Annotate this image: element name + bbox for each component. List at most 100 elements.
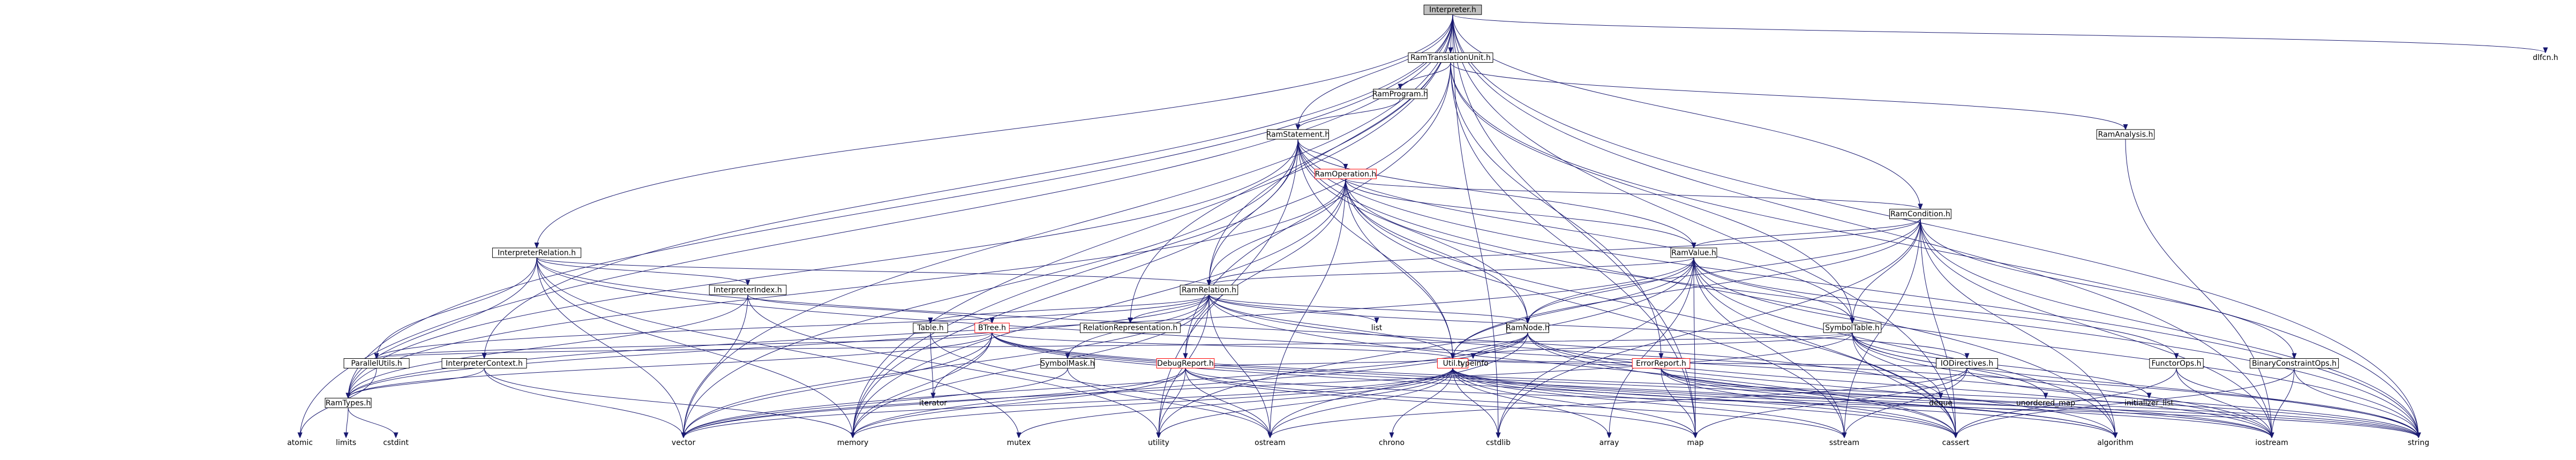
edge-ramvalue-to-string	[1693, 258, 2419, 438]
node-box-relrep	[1080, 322, 1181, 333]
node-box-debugreport	[1156, 358, 1215, 368]
node-sstream: sstream	[1829, 439, 1859, 447]
edge-ramoperation-to-util	[1345, 178, 1453, 359]
node-ramoperation[interactable]: RamOperation.h	[1315, 169, 1377, 179]
edge-interprel-to-ramtypes	[348, 258, 537, 398]
node-label-iodirectives: IODirectives.h	[1941, 359, 1993, 368]
edge-ramtu-to-string	[1450, 62, 2419, 438]
node-ramrelation[interactable]: RamRelation.h	[1180, 284, 1238, 295]
node-interprel[interactable]: InterpreterRelation.h	[492, 247, 582, 258]
edge-util-to-array	[1452, 368, 1609, 438]
node-ramprogram[interactable]: RamProgram.h	[1372, 88, 1428, 99]
node-cstdlib: cstdlib	[1486, 439, 1511, 447]
edge-util-to-cstdlib	[1452, 368, 1498, 438]
edge-ramtypes-to-limits	[346, 408, 348, 438]
node-ramcondition[interactable]: RamCondition.h	[1889, 209, 1951, 220]
edge-debugreport-to-memory	[853, 368, 1186, 438]
node-label-dlfcn: dlfcn.h	[2533, 54, 2558, 62]
node-map: map	[1687, 439, 1703, 447]
edge-errorreport-to-cassert	[1661, 368, 1956, 438]
node-dlfcn: dlfcn.h	[2533, 54, 2558, 62]
node-label-interpctx: InterpreterContext.h	[446, 359, 523, 368]
node-memory: memory	[837, 439, 869, 447]
edge-interpreter-to-cstdlib	[1452, 14, 1498, 438]
edge-interpindex-to-utility	[747, 295, 1159, 438]
node-ramvalue[interactable]: RamValue.h	[1670, 247, 1717, 258]
edge-util-to-chrono	[1392, 368, 1453, 438]
node-symboltable[interactable]: SymbolTable.h	[1823, 322, 1882, 333]
node-label-ramtu: RamTranslationUnit.h	[1410, 54, 1491, 62]
node-symbolmask[interactable]: SymbolMask.h	[1040, 358, 1095, 368]
edge-interprel-to-interpindex	[536, 257, 748, 285]
edge-binaryconstraintops-to-cassert	[1956, 368, 2295, 438]
edge-util-to-utility	[1159, 368, 1453, 438]
node-interpctx[interactable]: InterpreterContext.h	[441, 358, 527, 368]
node-errorreport[interactable]: ErrorReport.h	[1632, 358, 1691, 368]
node-ramstatement[interactable]: RamStatement.h	[1266, 129, 1330, 140]
node-label-ramoperation: RamOperation.h	[1315, 170, 1377, 178]
node-box-binaryconstraintops	[2249, 358, 2339, 368]
edge-errorreport-to-map	[1661, 368, 1695, 438]
edge-interprel-to-memory	[536, 258, 853, 438]
edge-util-to-memory	[853, 368, 1453, 438]
edge-interpreter-to-interpctx	[484, 14, 1453, 358]
node-label-unordered_map: unordered_map	[2016, 399, 2075, 408]
edge-interprel-to-vector	[536, 258, 684, 438]
edge-ramrelation-to-util	[1208, 295, 1453, 358]
node-binaryconstraintops[interactable]: BinaryConstraintOps.h	[2249, 358, 2339, 368]
edge-btree-to-vector	[684, 333, 993, 438]
edge-ramvalue-to-utility	[1159, 258, 1694, 438]
node-deque: deque	[1929, 399, 1952, 408]
node-label-ramtypes: RamTypes.h	[326, 399, 371, 408]
node-label-string: string	[2408, 439, 2429, 447]
node-iodirectives[interactable]: IODirectives.h	[1936, 358, 1998, 368]
node-label-cstdlib: cstdlib	[1486, 439, 1511, 447]
edge-btree-to-memory	[853, 333, 993, 438]
edge-ramstatement-to-string	[1297, 139, 2419, 438]
node-interpreter[interactable]: Interpreter.h	[1423, 4, 1482, 15]
edge-ramcondition-to-ramrelation	[1209, 218, 1921, 285]
node-relrep[interactable]: RelationRepresentation.h	[1080, 322, 1181, 333]
node-mutex: mutex	[1007, 439, 1031, 447]
node-cstdint: cstdint	[383, 439, 409, 447]
node-functorops[interactable]: FunctorOps.h	[2149, 358, 2204, 368]
node-label-ramstatement: RamStatement.h	[1266, 130, 1330, 139]
node-debugreport[interactable]: DebugReport.h	[1156, 358, 1215, 368]
edge-interpctx-to-ramtypes	[348, 368, 485, 398]
edge-symboltable-to-string	[1852, 333, 2419, 438]
edge-ramvalue-to-sstream	[1693, 258, 1844, 438]
edge-ramcondition-to-cstdlib	[1498, 218, 1921, 438]
node-box-ramtypes	[325, 397, 372, 408]
edge-ramtu-to-ramprogram	[1400, 62, 1451, 89]
node-ramtypes[interactable]: RamTypes.h	[325, 397, 372, 408]
node-label-errorreport: ErrorReport.h	[1636, 359, 1686, 368]
edge-ramcondition-to-binaryconstraintops	[1920, 218, 2294, 359]
edge-interpreter-to-interprel	[537, 14, 1453, 248]
node-label-ramrelation: RamRelation.h	[1182, 286, 1236, 295]
edge-ramrelation-to-ramnode	[1208, 294, 1528, 323]
node-label-mutex: mutex	[1007, 439, 1031, 447]
node-label-iterator: iterator	[919, 399, 947, 408]
edge-symbolmask-to-ostream	[1067, 368, 1270, 438]
node-interpindex[interactable]: InterpreterIndex.h	[709, 284, 787, 295]
edge-ramnode-to-cassert	[1527, 333, 1956, 438]
node-btree[interactable]: BTree.h	[974, 322, 1010, 333]
node-iostream: iostream	[2255, 439, 2288, 447]
edge-interpindex-to-btree	[747, 294, 992, 323]
node-paralleluts[interactable]: ParallelUtils.h	[343, 358, 410, 368]
node-table[interactable]: Table.h	[913, 322, 948, 333]
edge-interprel-to-deque	[536, 258, 1941, 398]
edge-util-to-map	[1452, 368, 1695, 438]
node-utility: utility	[1148, 439, 1169, 447]
edge-ramrelation-to-paralleluts	[377, 295, 1210, 358]
edge-symboltable-to-initializer_list	[1852, 333, 2149, 398]
edge-util-to-vector	[684, 368, 1453, 438]
edge-ramcondition-to-cassert	[1920, 218, 1956, 438]
node-ramanalysis[interactable]: RamAnalysis.h	[2096, 129, 2155, 140]
edge-interpreter-to-vector	[684, 14, 1453, 438]
node-ramnode[interactable]: RamNode.h	[1506, 322, 1550, 333]
node-util[interactable]: Util.h	[1437, 358, 1469, 368]
node-ramtu[interactable]: RamTranslationUnit.h	[1408, 52, 1493, 63]
edge-symboltable-to-vector	[684, 333, 1853, 438]
node-label-list: list	[1371, 324, 1383, 333]
